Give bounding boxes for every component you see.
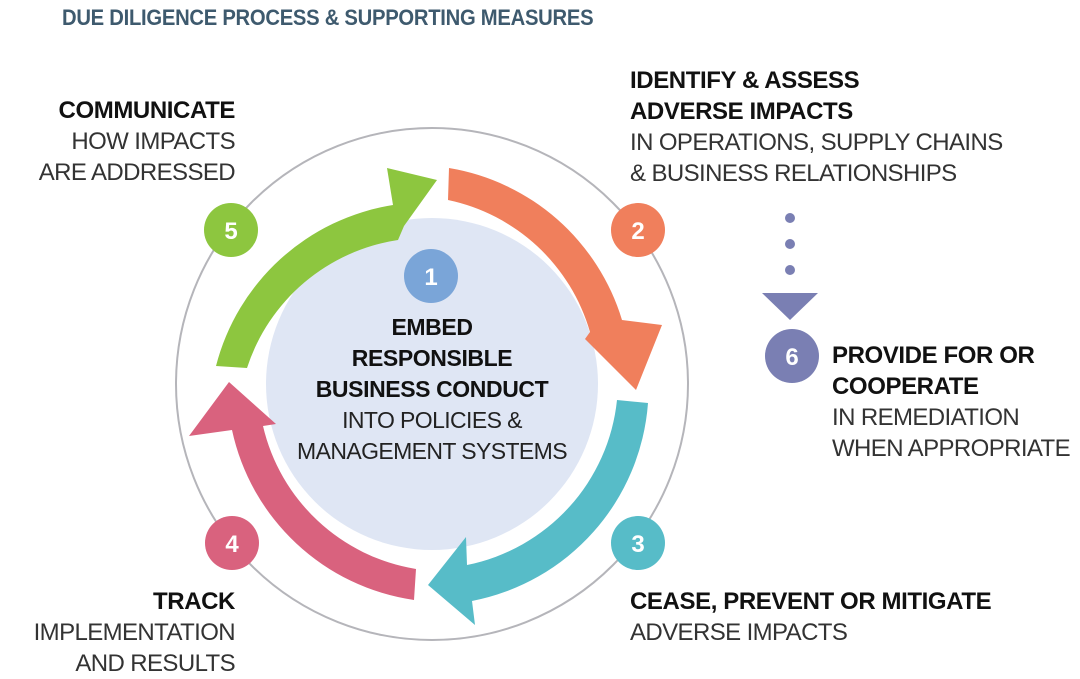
step-5-sub-line: HOW IMPACTS: [71, 128, 235, 155]
down-arrow-icon: [762, 293, 818, 320]
center-circle: [266, 218, 598, 550]
badge-step-1: 1: [404, 249, 458, 303]
badge-step-4: 4: [205, 516, 259, 570]
step-6-sub-line: WHEN APPROPRIATE: [832, 435, 1071, 462]
step-3-heading-line: CEASE, PREVENT OR MITIGATE: [630, 588, 992, 615]
arrow-step-2: [448, 168, 662, 390]
connector-dot: [785, 213, 795, 223]
step-4-heading-line: TRACK: [153, 588, 235, 615]
dotted-connector: [762, 213, 818, 320]
badge-number: 6: [785, 344, 798, 371]
step-2-heading-line: IDENTIFY & ASSESS: [630, 67, 860, 94]
badge-step-2: 2: [611, 203, 665, 257]
step-2-sub-line: IN OPERATIONS, SUPPLY CHAINS: [630, 129, 1003, 156]
step-5-sub-line: ARE ADDRESSED: [38, 159, 236, 186]
badge-number: 3: [631, 531, 644, 558]
step-2-label: IDENTIFY & ASSESS ADVERSE IMPACTS IN OPE…: [630, 65, 1003, 189]
step-1-heading-line: BUSINESS CONDUCT: [315, 376, 549, 402]
badge-step-3: 3: [611, 516, 665, 570]
step-6-sub-line: IN REMEDIATION: [832, 404, 1020, 431]
connector-dot: [785, 265, 795, 275]
page-title: DUE DILIGENCE PROCESS & SUPPORTING MEASU…: [62, 5, 594, 30]
badge-number: 4: [225, 531, 239, 558]
step-4-sub-line: AND RESULTS: [75, 650, 235, 677]
step-3-sub-line: ADVERSE IMPACTS: [630, 619, 848, 646]
badge-number: 1: [424, 264, 437, 291]
badge-number: 5: [224, 218, 237, 245]
step-2-sub-line: & BUSINESS RELATIONSHIPS: [630, 160, 957, 187]
badge-step-6: 6: [765, 329, 819, 383]
step-5-heading-line: COMMUNICATE: [58, 97, 236, 124]
connector-dot: [785, 239, 795, 249]
badge-number: 2: [631, 218, 644, 245]
step-1-heading-line: RESPONSIBLE: [351, 345, 513, 371]
outer-ring: [175, 127, 689, 641]
step-6-heading-line: PROVIDE FOR OR: [832, 342, 1035, 369]
step-4-sub-line: IMPLEMENTATION: [33, 619, 236, 646]
step-6-heading-line: COOPERATE: [832, 373, 979, 400]
arrow-step-5: [216, 168, 437, 368]
step-2-heading-line: ADVERSE IMPACTS: [630, 98, 853, 125]
step-1-sub-line: INTO POLICIES &: [342, 407, 522, 433]
step-3-label: CEASE, PREVENT OR MITIGATE ADVERSE IMPAC…: [630, 586, 992, 648]
step-1-text: EMBED RESPONSIBLE BUSINESS CONDUCT INTO …: [282, 312, 582, 467]
step-6-label: PROVIDE FOR OR COOPERATE IN REMEDIATION …: [832, 340, 1071, 464]
badge-step-5: 5: [204, 203, 258, 257]
step-4-label: TRACK IMPLEMENTATION AND RESULTS: [33, 586, 236, 679]
arrow-step-4: [189, 382, 416, 600]
step-1-sub-line: MANAGEMENT SYSTEMS: [297, 438, 568, 464]
arrow-step-3: [428, 400, 648, 625]
step-5-label: COMMUNICATE HOW IMPACTS ARE ADDRESSED: [38, 95, 236, 188]
step-1-heading-line: EMBED: [391, 314, 473, 340]
